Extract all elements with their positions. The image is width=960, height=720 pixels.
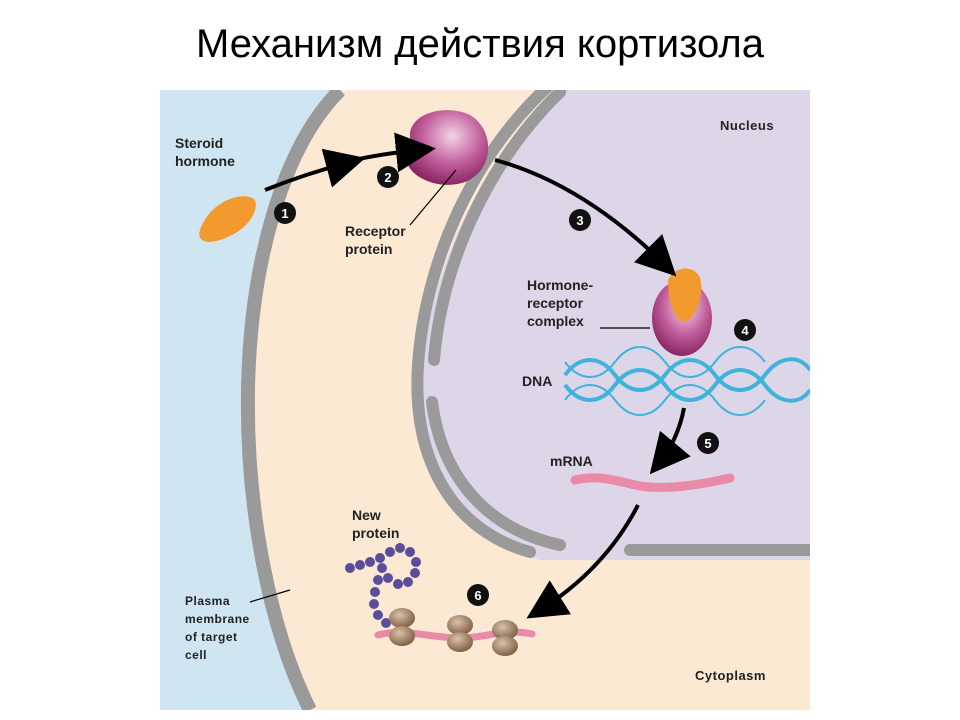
- step-6: 6: [467, 584, 489, 606]
- steroid-hormone-shape: [199, 196, 256, 242]
- label-mrna: mRNA: [550, 453, 593, 469]
- svg-text:1: 1: [281, 206, 288, 221]
- dna-helix: [563, 346, 810, 416]
- svg-text:3: 3: [576, 213, 583, 228]
- nuclear-envelope-outer: [411, 90, 553, 558]
- label-cytoplasm: Cytoplasm: [695, 668, 766, 683]
- nuclear-envelope-lower: [426, 396, 566, 551]
- cell-diagram: 1 2 3 4 5 6 Steroid hormone Receptor pro…: [160, 90, 810, 710]
- bound-hormone-shape: [668, 268, 702, 322]
- label-plasma-membrane: Plasma membrane of target cell: [185, 594, 254, 662]
- membrane-leader-line: [249, 589, 291, 603]
- label-nucleus: Nucleus: [720, 118, 774, 133]
- step-4: 4: [734, 319, 756, 341]
- svg-text:2: 2: [384, 170, 391, 185]
- label-hormone-receptor-complex: Hormone- receptor complex: [527, 277, 597, 329]
- mrna-strand: [570, 473, 735, 492]
- step-2: 2: [377, 166, 399, 188]
- svg-text:5: 5: [704, 436, 711, 451]
- pathway-arrows: [264, 132, 691, 619]
- new-protein-chain: [345, 543, 421, 628]
- step-3: 3: [569, 209, 591, 231]
- label-steroid-hormone: Steroid hormone: [175, 135, 235, 169]
- plasma-membrane: [240, 90, 345, 710]
- receptor-leader-line: [409, 169, 457, 226]
- label-dna: DNA: [522, 373, 552, 389]
- label-receptor-protein: Receptor protein: [345, 223, 410, 257]
- svg-text:6: 6: [474, 588, 481, 603]
- step-1: 1: [274, 202, 296, 224]
- step-5: 5: [697, 432, 719, 454]
- slide-title: Механизм действия кортизола: [195, 22, 764, 66]
- nuclear-envelope-upper: [428, 90, 566, 366]
- ribosomes: [389, 608, 518, 656]
- label-new-protein: New protein: [352, 507, 399, 541]
- svg-text:4: 4: [741, 323, 749, 338]
- receptor-protein-shape: [408, 110, 489, 185]
